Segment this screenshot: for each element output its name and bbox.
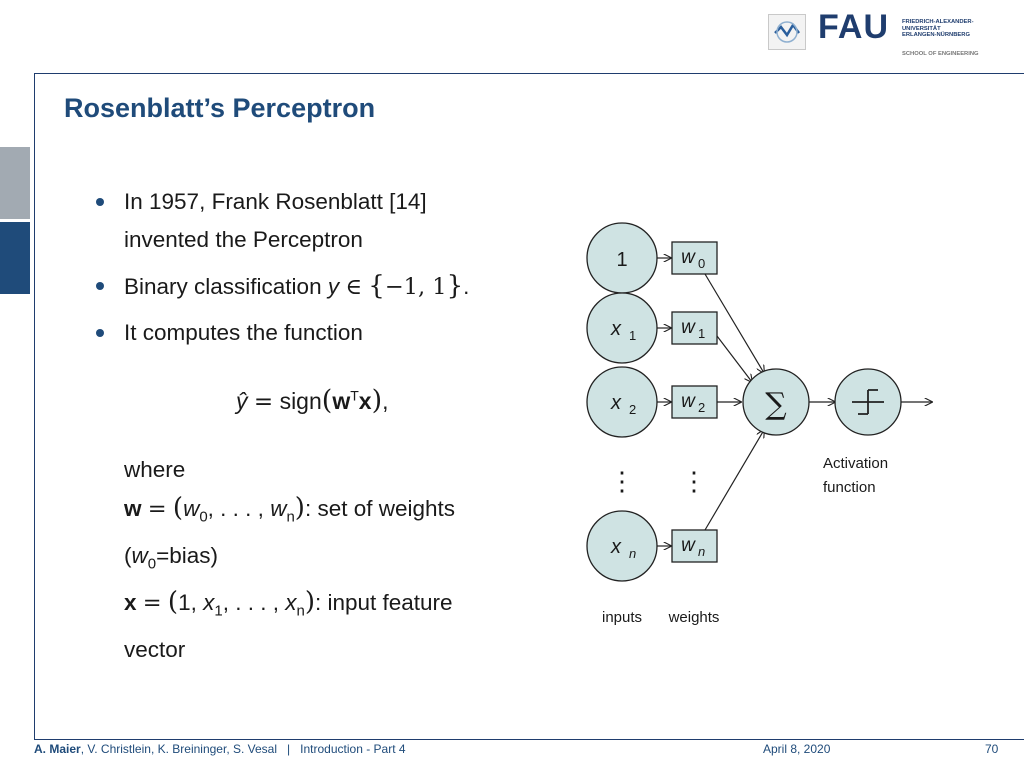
svg-text:w: w [681,391,696,412]
input-node-x1: x 1 [586,292,658,364]
step-function-icon [852,389,884,415]
activation-label-line1: Activation [823,455,888,472]
footer-rule [34,739,1024,740]
slide-title: Rosenblatt’s Perceptron [64,93,376,123]
input-node-xn: x n [586,510,658,582]
input-node-bias: 1 [586,222,658,294]
svg-text:1: 1 [698,326,705,341]
edge-wn-sum [704,430,764,531]
perceptron-diagram: 1 x 1 x 2 x n ⋮ ⋮ w 0 w 1 w 2 w n [586,222,960,626]
fau-logo: FAU [818,8,889,46]
side-marker-blue [0,222,30,294]
perceptron-formula: ŷ = sign(wTx), [236,385,389,416]
weight-box-w2: w 2 [671,385,718,419]
header-rule [34,73,1024,74]
footer-date: April 8, 2020 [763,742,831,756]
input-node-x2: x 2 [586,366,658,438]
definitions: where w = (w0, . . . , wn): set of weigh… [124,451,544,669]
footer-authors: A. Maier, V. Christlein, K. Breininger, … [34,742,406,756]
weight-box-w1: w 1 [671,311,718,345]
university-name: FRIEDRICH-ALEXANDER- UNIVERSITÄT ERLANGE… [902,19,974,38]
svg-text:2: 2 [698,400,705,415]
svg-text:1: 1 [629,328,636,343]
svg-text:x: x [610,318,622,340]
input-vdots: ⋮ [609,466,635,496]
svg-text:∑: ∑ [765,387,787,422]
bullet-binary-classification: Binary classification y ∈ {−1, 1}. [96,267,536,306]
input-definition: x = (1, x1, . . . , xn): input feature [124,587,453,620]
svg-text:w: w [681,317,696,338]
svg-text:x: x [610,536,622,558]
activation-label-line2: function [823,479,876,496]
inputs-caption: inputs [602,609,642,626]
svg-text:w: w [681,247,696,268]
bullet-list: In 1957, Frank Rosenblatt [14] invented … [96,183,536,352]
svg-text:1: 1 [616,249,627,271]
activation-node [834,368,902,436]
svg-text:w: w [681,535,696,556]
weights-definition: w = (w0, . . . , wn): set of weights [124,493,456,526]
weight-box-wn: w n [671,529,718,563]
svg-text:n: n [698,544,705,559]
svg-text:x: x [610,392,622,414]
side-marker-grey [0,147,30,219]
svg-text:n: n [629,546,636,561]
footer-lecture: Introduction - Part 4 [300,742,406,756]
weight-box-w0: w 0 [671,241,718,275]
bullet-computes-function: It computes the function [96,314,536,352]
bias-note: (w0=bias) [124,542,219,573]
page-number: 70 [985,742,999,756]
input-definition-cont: vector [124,636,186,662]
svg-text:0: 0 [698,256,705,271]
edge-w0-sum [704,273,764,373]
svg-text:2: 2 [629,402,636,417]
sum-node: ∑ [742,368,810,436]
school-name: SCHOOL OF ENGINEERING [902,51,979,57]
weight-vdots: ⋮ [681,466,707,496]
edge-w1-sum [716,335,752,382]
where-word: where [124,457,186,482]
bullet-rosenblatt: In 1957, Frank Rosenblatt [14] invented … [96,183,536,259]
frame-left-rule [34,73,35,739]
weights-caption: weights [668,609,720,626]
department-logo [768,14,806,50]
